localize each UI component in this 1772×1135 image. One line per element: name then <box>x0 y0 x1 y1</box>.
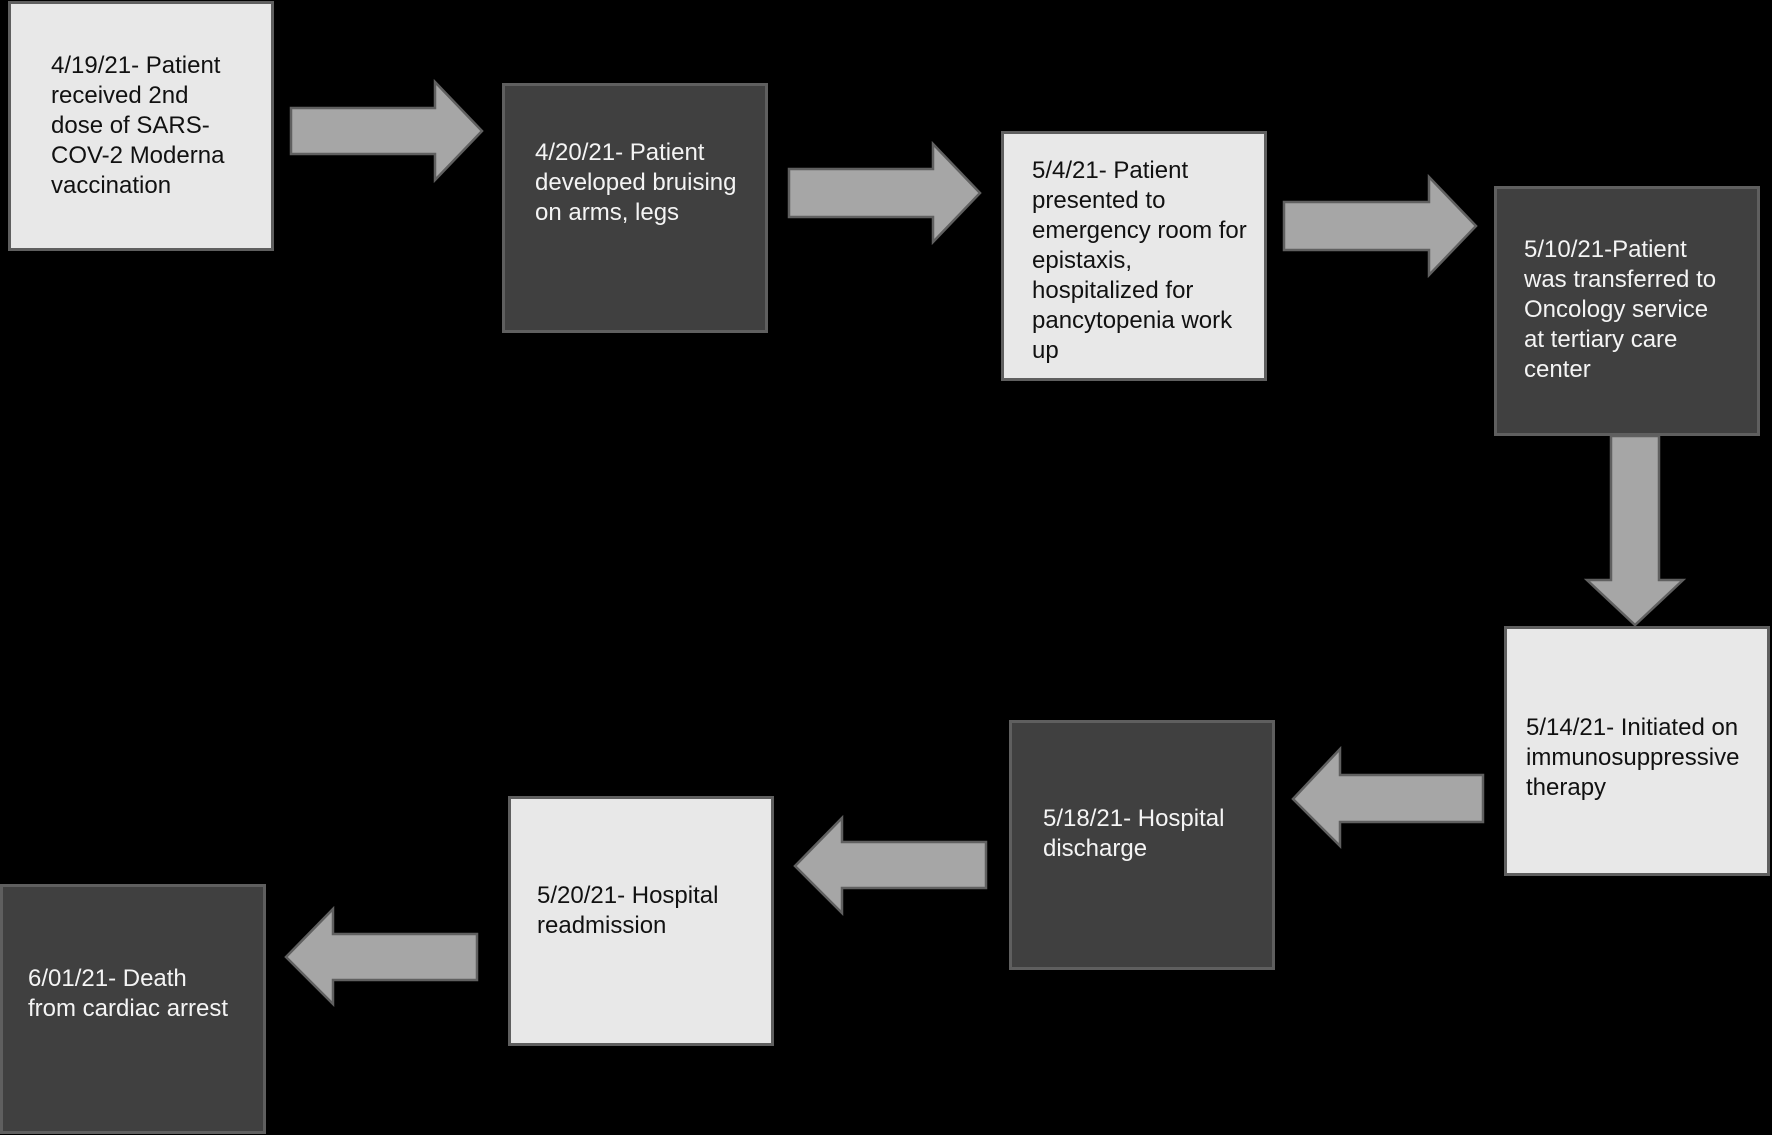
timeline-box-hospital-readmission: 5/20/21- Hospital readmission <box>508 796 774 1046</box>
timeline-box-bruising: 4/20/21- Patient developed bruising on a… <box>502 83 768 333</box>
arrow-right-2 <box>787 140 982 246</box>
timeline-box-death: 6/01/21- Death from cardiac arrest <box>0 884 266 1134</box>
timeline-box-text: 5/4/21- Patient presented to emergency r… <box>1032 157 1247 364</box>
timeline-box-text: 5/10/21-Patient was transferred to Oncol… <box>1524 236 1717 383</box>
timeline-box-text: 6/01/21- Death from cardiac arrest <box>28 965 229 1022</box>
timeline-box-immunosuppressive-therapy: 5/14/21- Initiated on immunosuppressive … <box>1504 626 1770 876</box>
timeline-box-text: 4/19/21- Patient received 2nd dose of SA… <box>51 52 225 199</box>
timeline-box-oncology-transfer: 5/10/21-Patient was transferred to Oncol… <box>1494 186 1760 436</box>
arrow-left-3 <box>284 905 479 1008</box>
arrow-down-1 <box>1583 434 1687 627</box>
timeline-box-text: 5/14/21- Initiated on immunosuppressive … <box>1526 714 1740 801</box>
arrow-left-1 <box>1291 745 1485 850</box>
timeline-box-text: 5/18/21- Hospital discharge <box>1043 805 1225 862</box>
timeline-box-emergency-room: 5/4/21- Patient presented to emergency r… <box>1001 131 1267 381</box>
arrow-left-2 <box>793 814 988 917</box>
arrow-right-3 <box>1282 173 1478 279</box>
timeline-box-hospital-discharge: 5/18/21- Hospital discharge <box>1009 720 1275 970</box>
timeline-box-vaccination: 4/19/21- Patient received 2nd dose of SA… <box>8 1 274 251</box>
timeline-box-text: 4/20/21- Patient developed bruising on a… <box>535 139 737 226</box>
timeline-box-text: 5/20/21- Hospital readmission <box>537 882 719 939</box>
arrow-right-1 <box>289 78 484 184</box>
